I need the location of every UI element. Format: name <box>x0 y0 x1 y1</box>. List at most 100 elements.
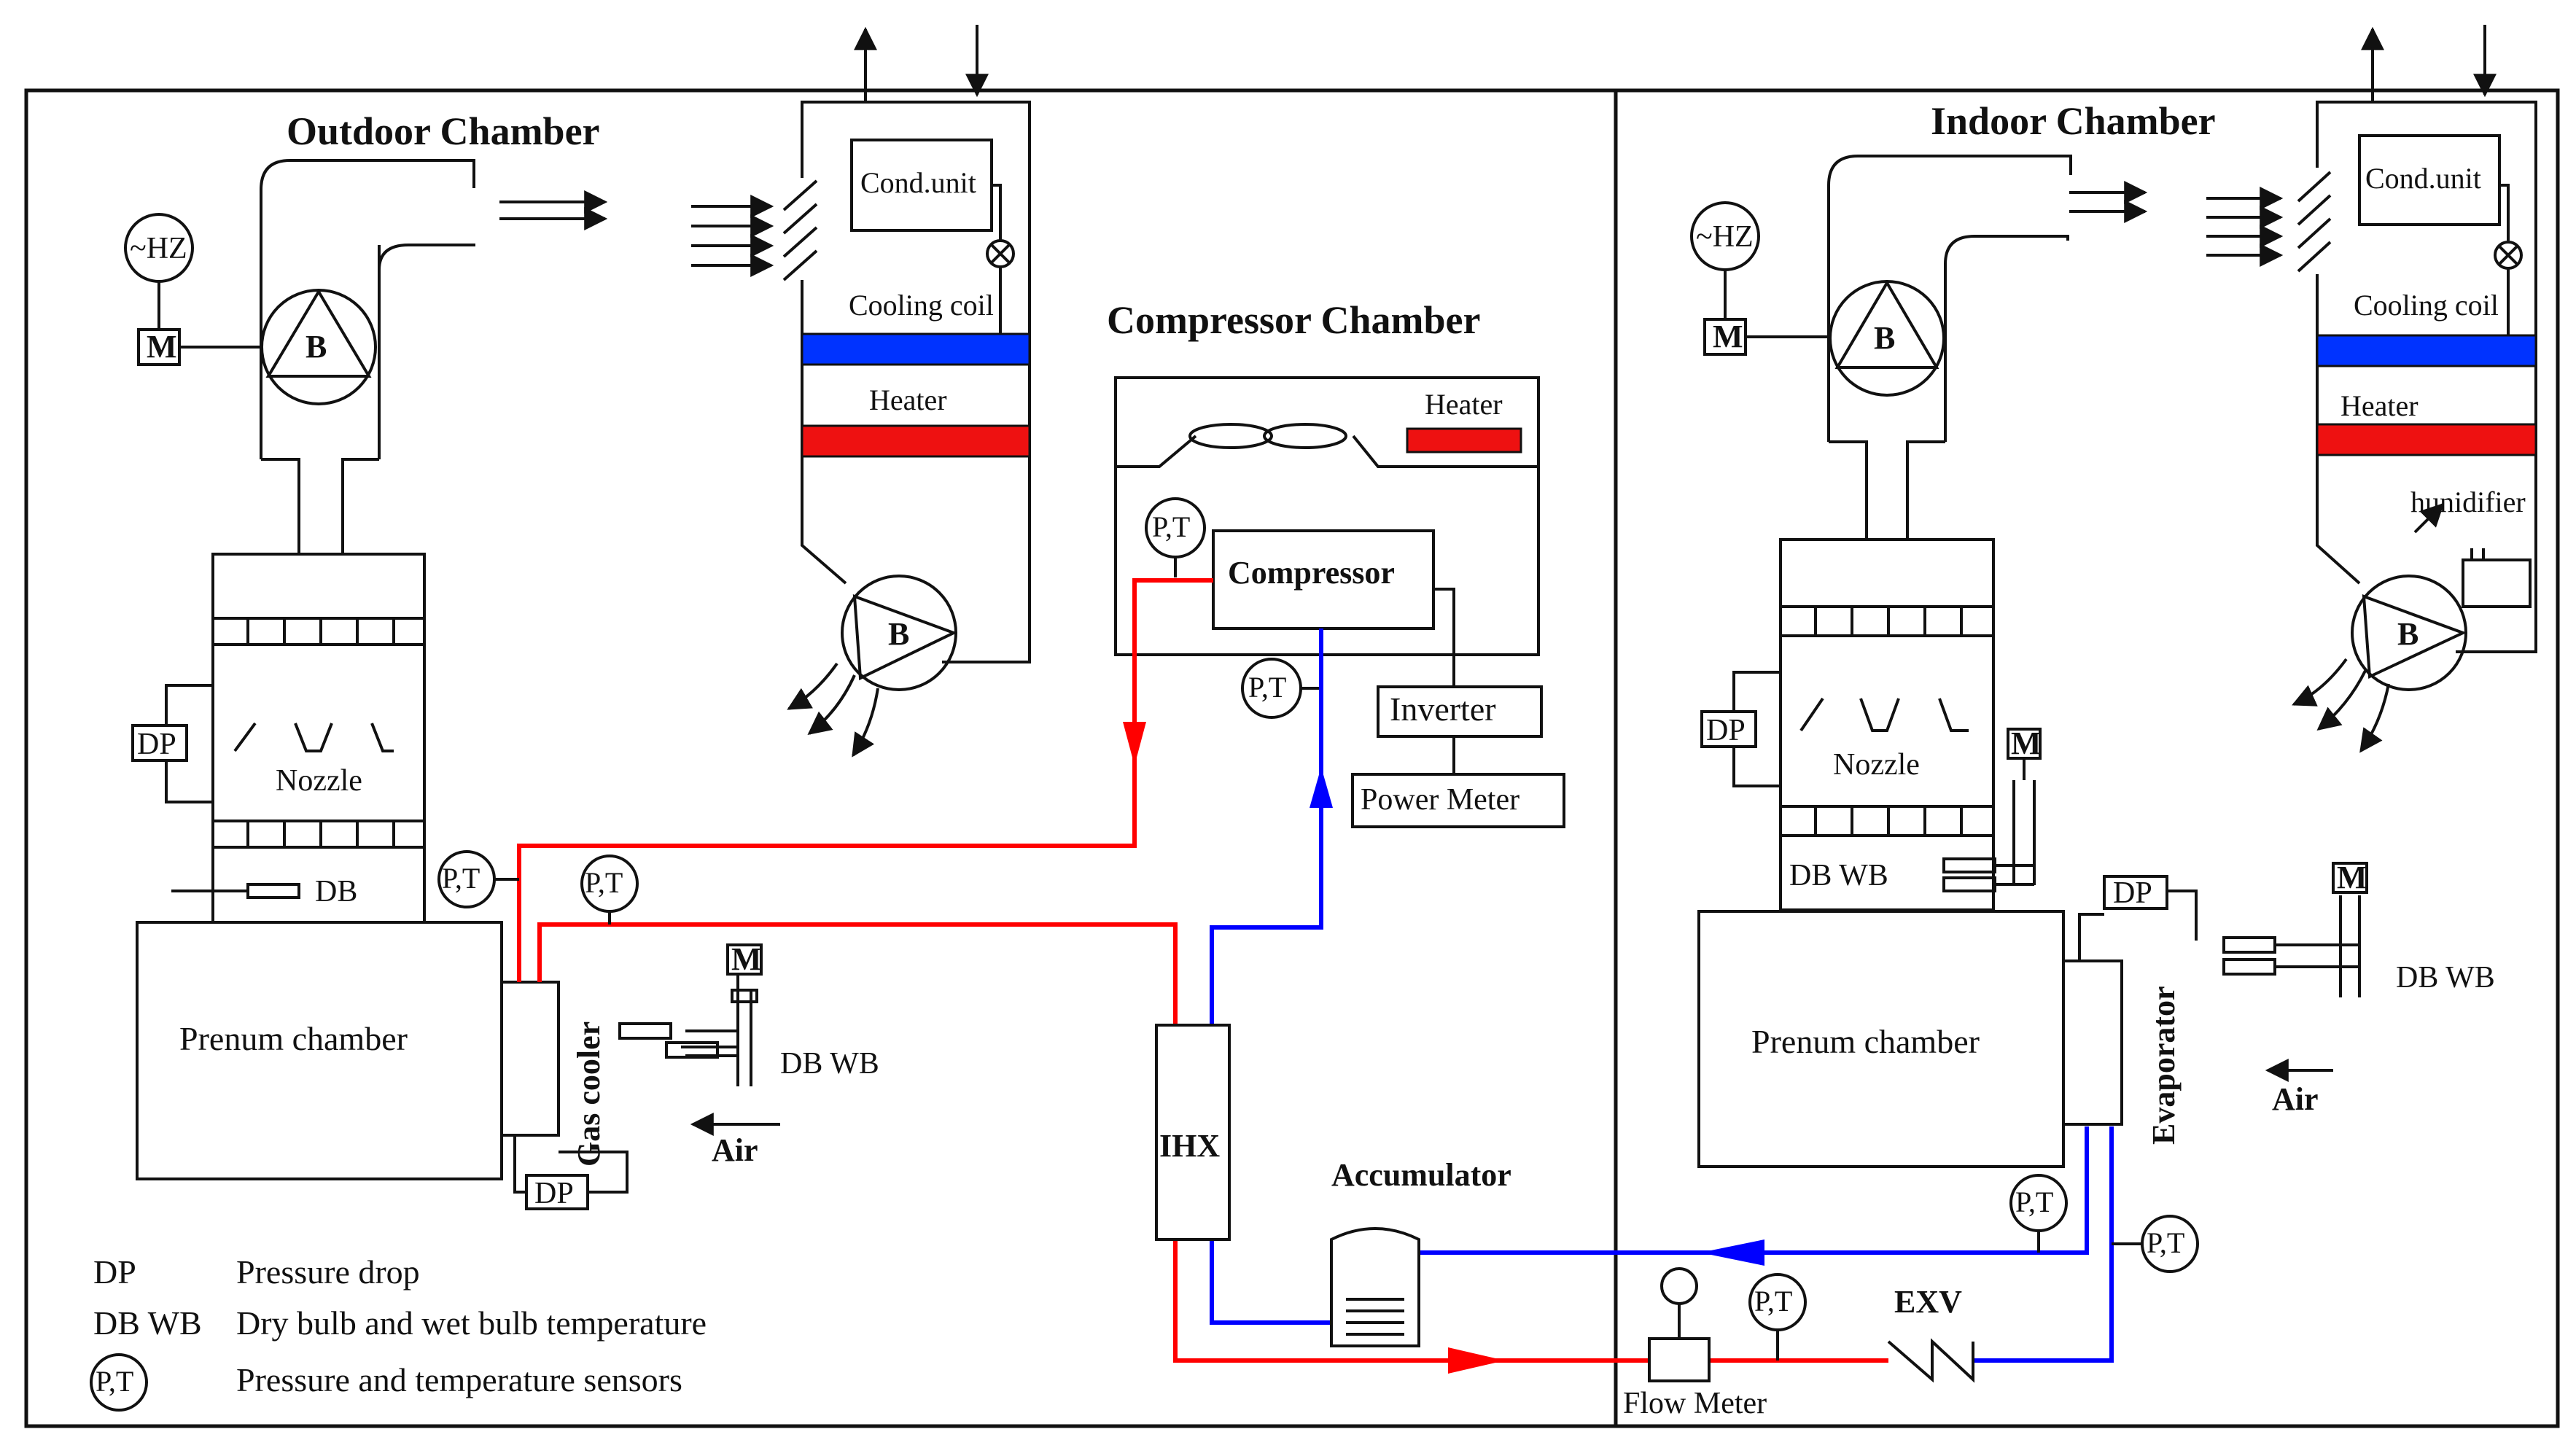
indoor-air-label: Air <box>2272 1081 2319 1117</box>
outdoor-db-label: DB <box>315 875 357 908</box>
outdoor-sensor-stand-cap <box>731 989 758 1003</box>
indoor-nozzle-db-bulb <box>1942 857 1996 873</box>
outdoor-cooling-coil <box>801 332 1031 366</box>
evaporator-dp-label: DP <box>2113 876 2152 910</box>
outdoor-air-label: Air <box>712 1132 758 1168</box>
compressor-chamber-box <box>1114 376 1540 656</box>
outdoor-blower-triangle <box>265 289 372 378</box>
indoor-conditioner-housing <box>2316 101 2537 653</box>
indoor-duct-neck <box>1829 440 1945 540</box>
compressor-fan-blade-1 <box>1188 423 1273 449</box>
evaporator-pt-b-label: P,T <box>2147 1226 2184 1259</box>
indoor-screen-top-bars <box>1814 607 1963 636</box>
outdoor-blower-2-triangle <box>852 594 958 681</box>
ihx-to-exv-line <box>1173 1239 1649 1363</box>
outdoor-louvers <box>782 179 818 281</box>
ihx-to-accumulator-line <box>1210 1239 1331 1325</box>
gas-cooler <box>500 981 560 1137</box>
outdoor-cond-unit-label: Cond.unit <box>860 166 976 199</box>
outdoor-nozzle-label: Nozzle <box>276 764 362 798</box>
evaporator-dp-line-right <box>2167 890 2198 941</box>
flow-meter-label: Flow Meter <box>1623 1387 1767 1420</box>
outdoor-motor-2-box <box>726 943 763 976</box>
indoor-nozzle-motor-label: M <box>2011 725 2042 761</box>
ihx-box <box>1155 1024 1231 1241</box>
indoor-nozzle-box <box>1779 538 1995 911</box>
exv-valve <box>1887 1338 1974 1383</box>
indoor-dp-box <box>1700 710 1757 748</box>
outdoor-discharge-arrow-3 <box>852 688 879 758</box>
outdoor-dp-lines <box>165 684 213 803</box>
legend-dp-desc: Pressure drop <box>236 1253 420 1291</box>
indoor-blower-label: B <box>1874 320 1895 356</box>
outdoor-conditioner-housing-left <box>801 280 847 585</box>
indoor-dbwb-wires <box>2275 943 2359 968</box>
humidifier-tank <box>2462 558 2532 608</box>
indoor-nozzle-symbols <box>1799 697 1969 732</box>
suction-flow-arrow <box>1310 767 1333 808</box>
compressor-pt-top-label: P,T <box>1152 510 1190 543</box>
power-meter-label: Power Meter <box>1361 783 1519 817</box>
indoor-dp-lines <box>1732 671 1781 787</box>
indoor-motor-label: M <box>1713 319 1743 354</box>
outdoor-screen-bottom-bars <box>246 821 395 847</box>
outdoor-plenum-label: Prenum chamber <box>179 1020 408 1057</box>
indoor-chamber-frame <box>1614 88 2560 1428</box>
discharge-flow-arrow <box>1123 722 1146 766</box>
return-flow-arrow <box>1700 1239 1764 1266</box>
indoor-screen-bottom-bars <box>1814 806 1963 836</box>
indoor-motor-2-label: M <box>2337 860 2367 895</box>
gas-cooler-dp-line-left <box>513 1135 526 1194</box>
evaporator-to-accumulator-line <box>1419 1126 2089 1255</box>
gas-cooler-pt-b-label: P,T <box>585 866 623 899</box>
indoor-nozzle-label: Nozzle <box>1833 748 1920 782</box>
indoor-heater-label: Heater <box>2340 389 2419 422</box>
discharge-line <box>517 578 1213 982</box>
indoor-heater <box>2316 423 2537 456</box>
compressor-chamber-heater <box>1406 427 1522 454</box>
gas-cooler-dp-line-right <box>559 1151 629 1194</box>
ihx-label: IHX <box>1159 1128 1220 1164</box>
indoor-discharge-arrow-2 <box>2316 670 2367 731</box>
indoor-cond-unit-label: Cond.unit <box>2365 162 2481 195</box>
indoor-cooling-coil-label: Cooling coil <box>2354 289 2499 322</box>
indoor-chamber-title: Indoor Chamber <box>1931 99 2216 143</box>
inverter-box <box>1377 685 1543 738</box>
indoor-wb-bulb <box>2222 958 2276 976</box>
humidifier-tank-top <box>2470 548 2485 560</box>
outdoor-nozzle-symbols <box>233 722 394 752</box>
evaporator-dp-box <box>2103 875 2168 910</box>
outdoor-cond-valve-x <box>990 244 1011 264</box>
outdoor-discharge-arrow-1 <box>787 662 838 710</box>
exv-label: EXV <box>1894 1284 1962 1320</box>
gas-cooler-dp-box <box>525 1174 589 1210</box>
evaporator-label: Evaporator <box>2146 986 2182 1145</box>
indoor-motor-2-box <box>2332 862 2368 894</box>
indoor-cond-valve-x <box>2498 245 2518 265</box>
outdoor-screen-bottom <box>211 820 426 849</box>
indoor-cond-unit <box>2358 134 2501 226</box>
compressor-label: Compressor <box>1228 555 1395 591</box>
evaporator-pt-a-label: P,T <box>2015 1186 2053 1218</box>
legend-dbwb-desc: Dry bulb and wet bulb temperature <box>236 1304 707 1342</box>
flow-meter-pt-label: P,T <box>1754 1285 1792 1317</box>
outdoor-db-probe <box>246 883 300 899</box>
humidifier-label: hunidifier <box>2410 486 2526 518</box>
legend-pt-desc: Pressure and temperature sensors <box>236 1361 682 1398</box>
compressor-inverter-wire <box>1433 588 1455 687</box>
outdoor-motor-2-label: M <box>731 941 762 977</box>
indoor-duct-outer <box>1827 155 2072 442</box>
outdoor-dbwb-label: DB WB <box>780 1047 879 1081</box>
inverter-label: Inverter <box>1390 690 1496 728</box>
outdoor-duct-outer <box>260 159 475 459</box>
outdoor-cooling-coil-label: Cooling coil <box>849 289 994 322</box>
indoor-nozzle-motor-box <box>2007 728 2042 760</box>
flow-meter-body <box>1648 1337 1711 1382</box>
indoor-blower-2-label: B <box>2397 616 2419 652</box>
indoor-dp-label: DP <box>1706 714 1746 747</box>
indoor-blower-triangle <box>1834 280 1939 369</box>
indoor-duct-inner <box>1944 235 2069 442</box>
outdoor-chamber-title: Outdoor Chamber <box>287 109 600 153</box>
compressor-pt-suction-label: P,T <box>1248 671 1286 704</box>
